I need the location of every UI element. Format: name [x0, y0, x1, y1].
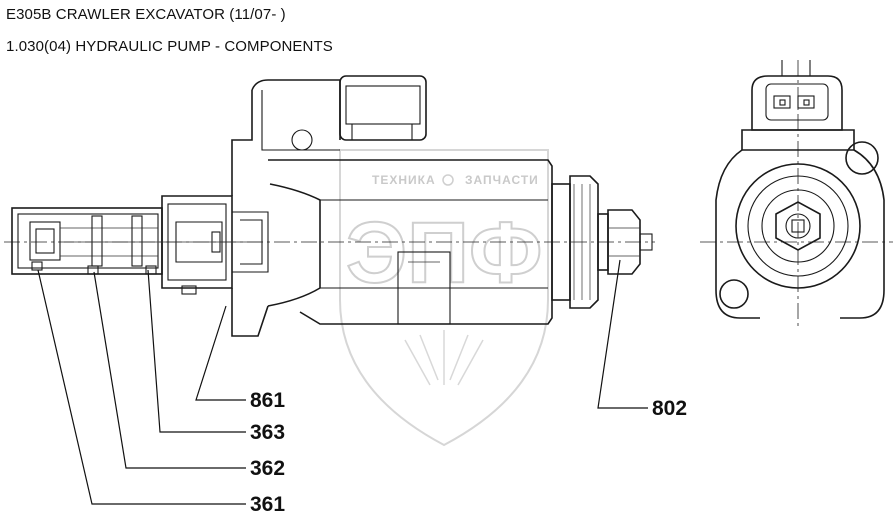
watermark-text-left: ТЕХНИКА [372, 173, 436, 187]
leader-362 [93, 271, 246, 469]
callout-861[interactable]: 861 [250, 389, 285, 412]
callout-363[interactable]: 363 [250, 421, 285, 444]
watermark-wheat-icon [404, 330, 484, 386]
diagram-title: E305B CRAWLER EXCAVATOR (11/07- ) [6, 6, 286, 23]
watermark-big-text: ЭПФ [346, 205, 542, 301]
callout-361[interactable]: 361 [250, 493, 285, 516]
pump-housing [231, 75, 653, 337]
callout-802[interactable]: 802 [652, 397, 687, 420]
leader-361 [37, 269, 246, 505]
leader-lines [37, 259, 648, 505]
leader-363 [147, 269, 246, 433]
side-view [715, 60, 885, 319]
leader-861 [195, 305, 246, 401]
watermark-text-right: ЗАПЧАСТИ [465, 173, 539, 187]
watermark-logo: ТЕХНИКА ЗАПЧАСТИ ЭПФ [339, 149, 549, 447]
callout-362[interactable]: 362 [250, 457, 285, 480]
solenoid-cartridge [11, 195, 269, 295]
diagram-subtitle: 1.030(04) HYDRAULIC PUMP - COMPONENTS [6, 38, 333, 55]
watermark-gear-icon [442, 174, 454, 186]
leader-802 [597, 259, 648, 409]
